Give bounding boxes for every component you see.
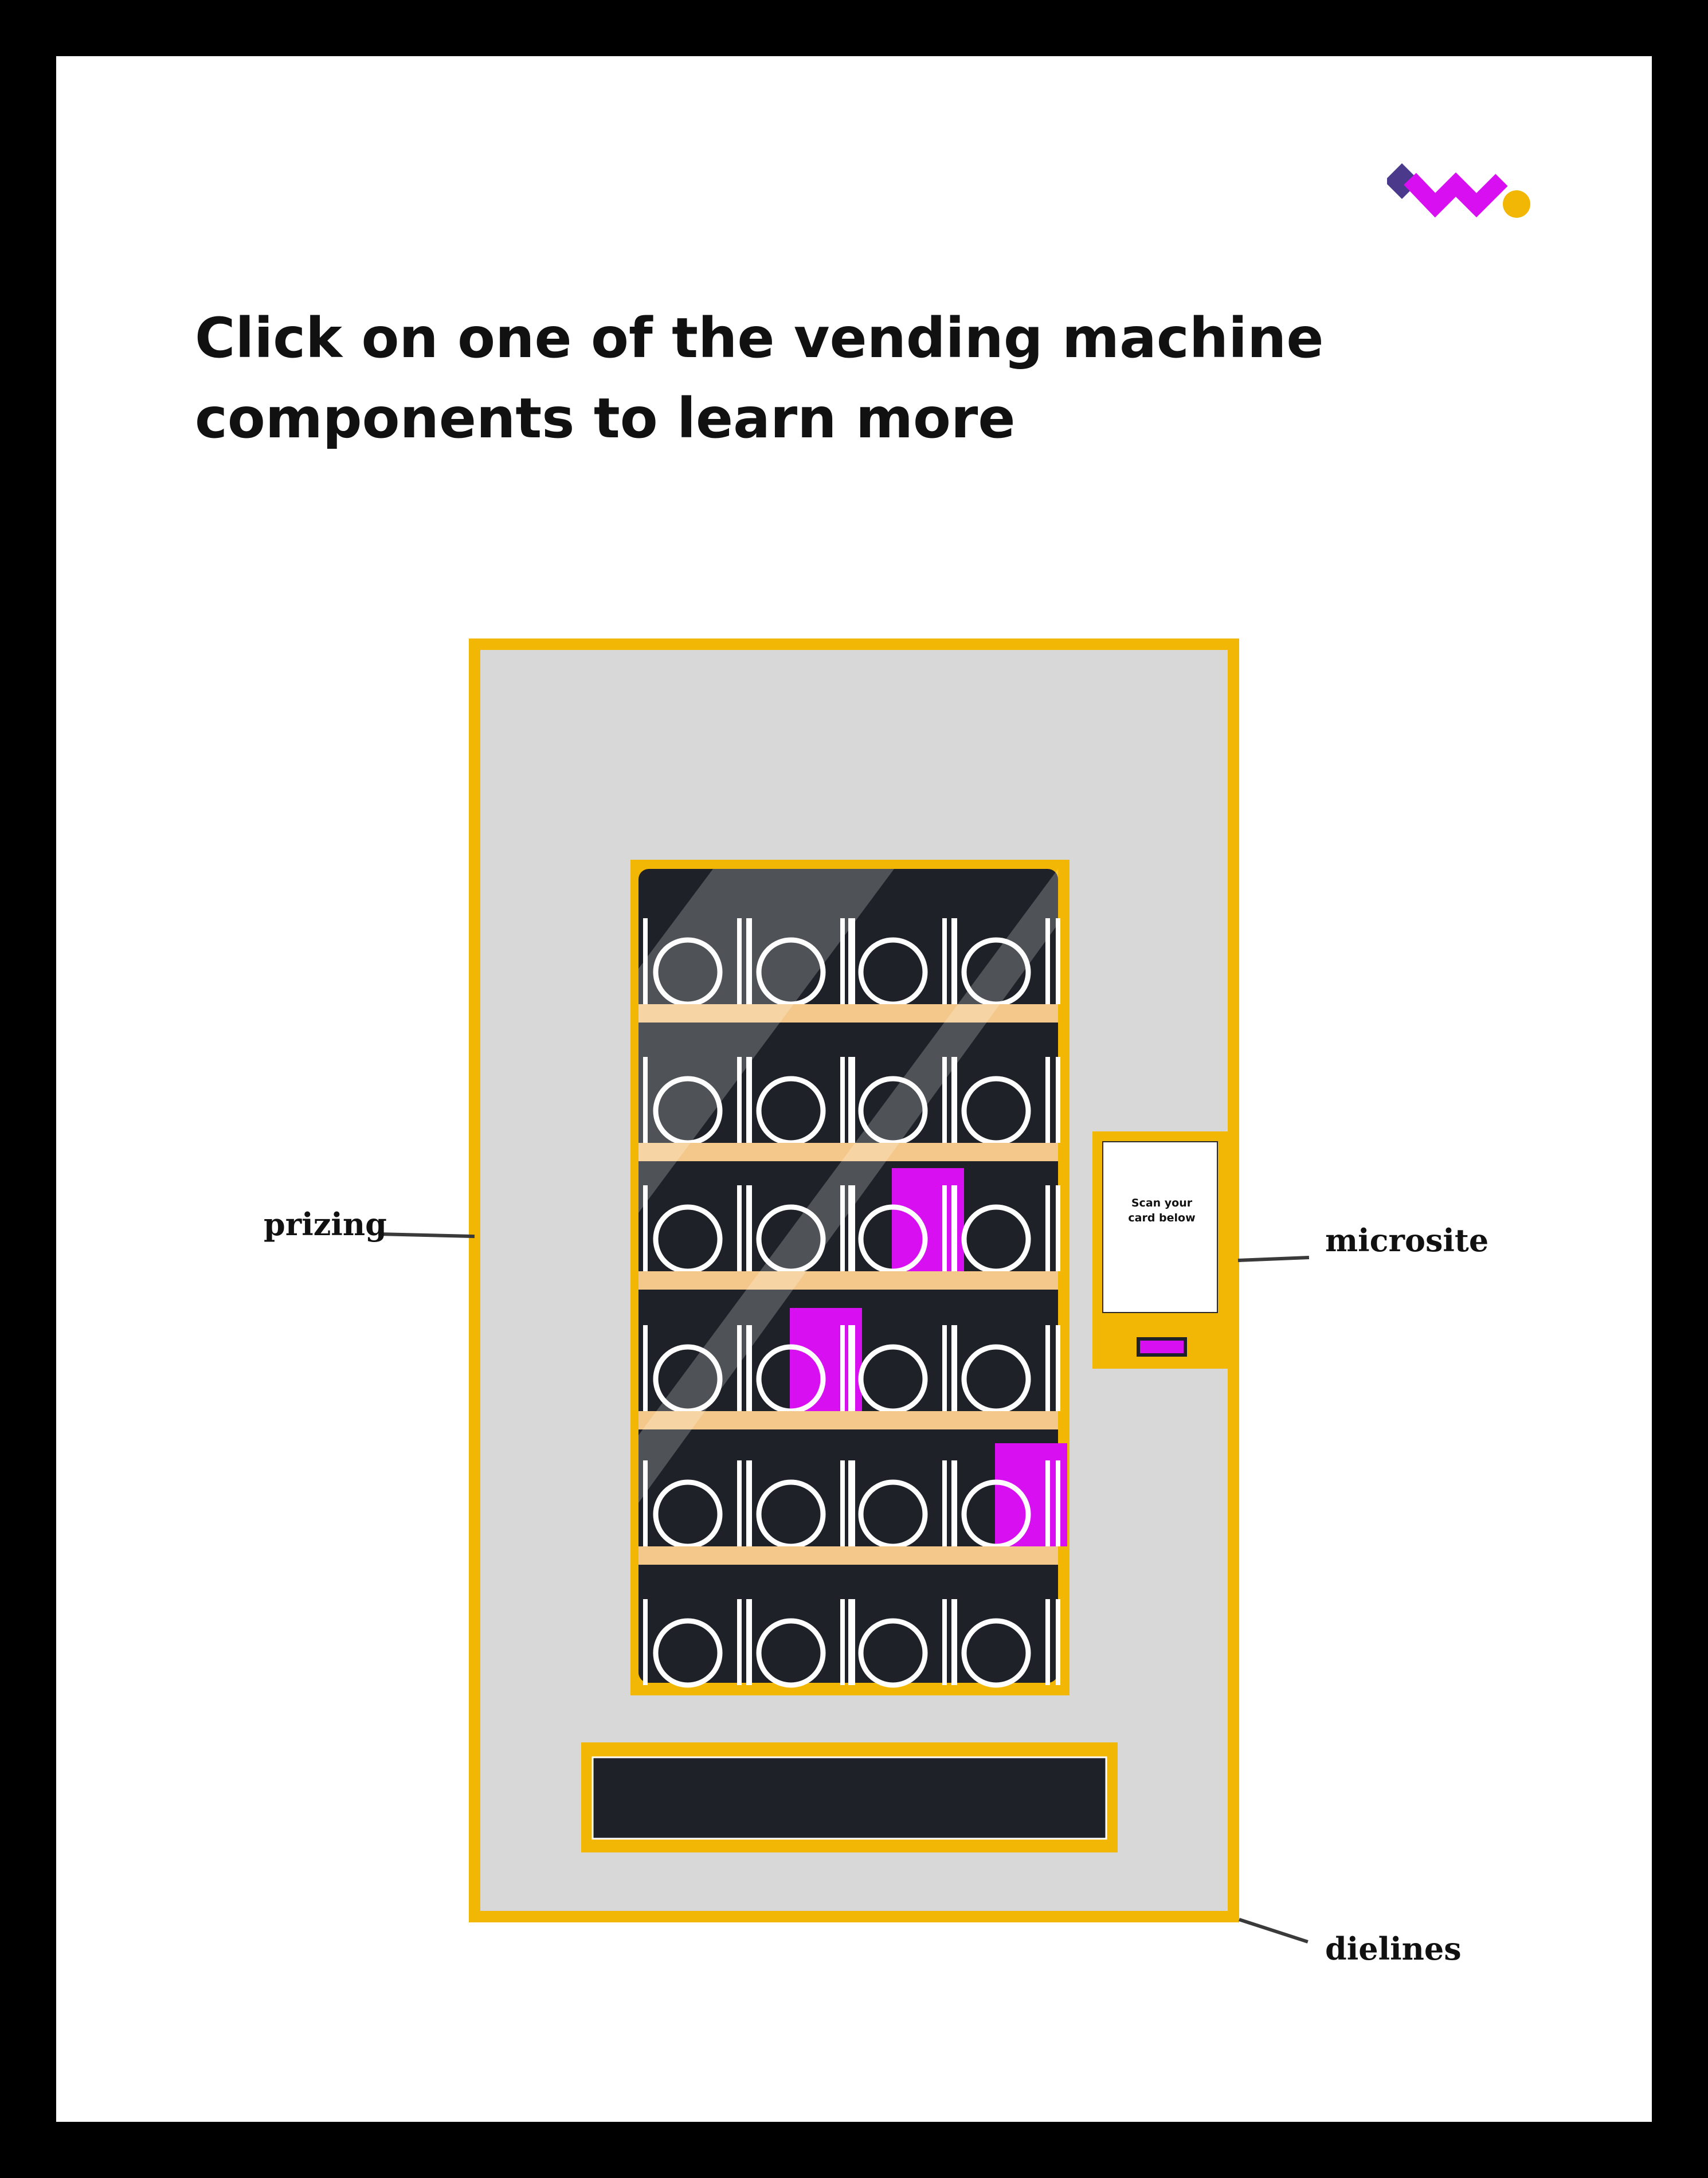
coil-bar (840, 1185, 845, 1271)
coil-ring (756, 1618, 826, 1688)
coil-bar (942, 1057, 947, 1143)
coil-bar (746, 1460, 751, 1546)
coil-bar (840, 918, 845, 1004)
kiosk-screen-text: Scan your card below (1107, 1196, 1216, 1225)
coil-bar (848, 1325, 853, 1411)
coil-bar (1056, 1599, 1060, 1685)
coil-bar (746, 1325, 751, 1411)
product-package (995, 1443, 1067, 1546)
shelf (638, 1411, 1058, 1429)
prizing-label[interactable]: prizing (264, 1206, 387, 1243)
coil-bar (737, 1599, 742, 1685)
coil-bar (746, 1057, 751, 1143)
coil-bar (746, 1185, 751, 1271)
coil-bar (840, 1057, 845, 1143)
coil-ring (961, 1618, 1031, 1688)
coil-bar (951, 1599, 956, 1685)
coil-bar (737, 918, 742, 1004)
microsite-label[interactable]: microsite (1325, 1222, 1489, 1259)
coil-bar (942, 1185, 947, 1271)
coil-bar (1045, 1325, 1050, 1411)
coil-bar (942, 918, 947, 1004)
coil-bar (848, 1185, 853, 1271)
page-title-line-1: Click on one of the vending machine (195, 306, 1324, 370)
coil-bar (840, 1599, 845, 1685)
coil-bar (746, 1599, 751, 1685)
coil-bar (1045, 1599, 1050, 1685)
pickup-tray[interactable] (581, 1742, 1118, 1852)
coil-bar (1045, 918, 1050, 1004)
coil-bar (951, 1325, 956, 1411)
page-title: Click on one of the vending machine comp… (195, 298, 1341, 459)
coil-bar (643, 1460, 648, 1546)
kiosk[interactable] (1092, 1131, 1228, 1369)
card-reader-slot[interactable] (1137, 1337, 1187, 1357)
coil-bar (942, 1325, 947, 1411)
coil-bar (737, 1460, 742, 1546)
coil-bar (951, 1460, 956, 1546)
coil-bar (848, 918, 853, 1004)
coil-bar (848, 1057, 853, 1143)
shelves (638, 1004, 1058, 1565)
glass-reflection (638, 869, 1058, 1503)
coil-bar (1056, 918, 1060, 1004)
coil-bar (737, 1325, 742, 1411)
coil-bar (643, 1057, 648, 1143)
coil-bar (643, 1599, 648, 1685)
coil-bar (951, 1057, 956, 1143)
coil-bar (643, 1325, 648, 1411)
coil-bar (942, 1599, 947, 1685)
kiosk-screen-line-1: Scan your (1131, 1197, 1193, 1209)
product-slot (951, 1443, 1067, 1549)
coil-bar (746, 918, 751, 1004)
coil-bar (1056, 1460, 1060, 1546)
coil-bar (840, 1325, 845, 1411)
coil-bar (1045, 1057, 1050, 1143)
coil-bar (951, 1185, 956, 1271)
page-title-line-2: components to learn more (195, 386, 1016, 451)
display-window[interactable] (630, 860, 1070, 1695)
coil-bar (840, 1460, 845, 1546)
coil-bar (643, 918, 648, 1004)
coil-ring (858, 1618, 928, 1688)
shelf (638, 1271, 1058, 1290)
microsite-screen[interactable] (1102, 1141, 1218, 1313)
coil-bar (942, 1460, 947, 1546)
coil-bar (848, 1460, 853, 1546)
shelf (638, 1004, 1058, 1023)
product-slots (643, 918, 1067, 1688)
glass-reflection (638, 869, 894, 1213)
dielines-label[interactable]: dielines (1325, 1930, 1462, 1967)
coil-ring (653, 1618, 723, 1688)
brand-logo-icon (1387, 163, 1530, 218)
coil-bar (1056, 1057, 1060, 1143)
coil-bar (737, 1057, 742, 1143)
coil-bar (643, 1185, 648, 1271)
kiosk-screen-line-2: card below (1128, 1212, 1196, 1224)
coil-bar (1056, 1325, 1060, 1411)
coil-bar (1045, 1185, 1050, 1271)
shelf (638, 1546, 1058, 1565)
coil-bar (1045, 1460, 1050, 1546)
coil-bar (1056, 1185, 1060, 1271)
coil-bar (737, 1185, 742, 1271)
shelf (638, 1143, 1058, 1161)
product-slot (951, 1599, 1060, 1688)
coil-bar (848, 1599, 853, 1685)
coil-bar (951, 918, 956, 1004)
